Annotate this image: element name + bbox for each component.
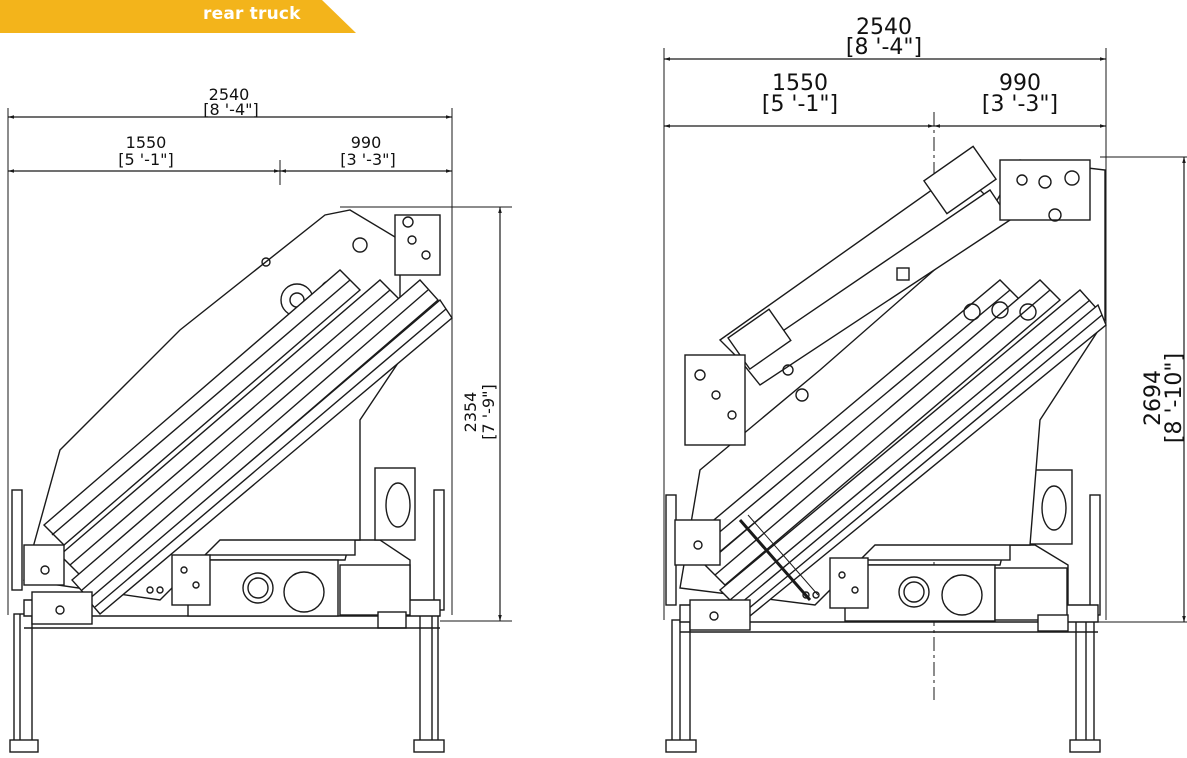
left-seg-right-ftin: [3 '-3"] [340,150,395,169]
right-seg-right-ftin: [3 '-3"] [982,92,1058,117]
left-base-frame [23,539,441,629]
right-control-valves [802,557,869,609]
right-height-ftin: [8 '-10"] [1162,353,1187,443]
right-overall-ftin: [8 '-4"] [846,35,922,60]
left-seg-left-mm: 1550 [126,133,167,152]
right-boom-stack [674,279,1107,631]
right-height-dimension [1090,156,1187,623]
left-crane-view [7,108,512,753]
left-control-valves [146,554,211,606]
right-overall-mm: 2540 [856,15,912,40]
right-upper-boom [684,145,1091,446]
right-seg-left-ftin: [5 '-1"] [762,92,838,117]
right-height-mm: 2694 [1141,370,1166,426]
left-overall-mm: 2540 [209,85,250,104]
right-seg-right-mm: 990 [999,71,1041,96]
tag-banner-shape [0,0,356,33]
left-boom-stack [23,214,453,625]
left-height-ftin: [7 '-9"] [479,384,498,439]
left-height-dimension [340,206,512,622]
right-seg-left-mm: 1550 [772,71,828,96]
tag-label: rear truck [203,4,301,24]
left-outrigger-legs [9,489,445,753]
right-crane-view [663,48,1187,753]
rear-truck-tag [0,0,356,33]
right-base-frame [679,544,1099,633]
left-height-mm: 2354 [461,392,480,433]
left-overall-ftin: [8 '-4"] [203,100,258,119]
left-seg-left-ftin: [5 '-1"] [118,150,173,169]
left-seg-right-mm: 990 [351,133,382,152]
